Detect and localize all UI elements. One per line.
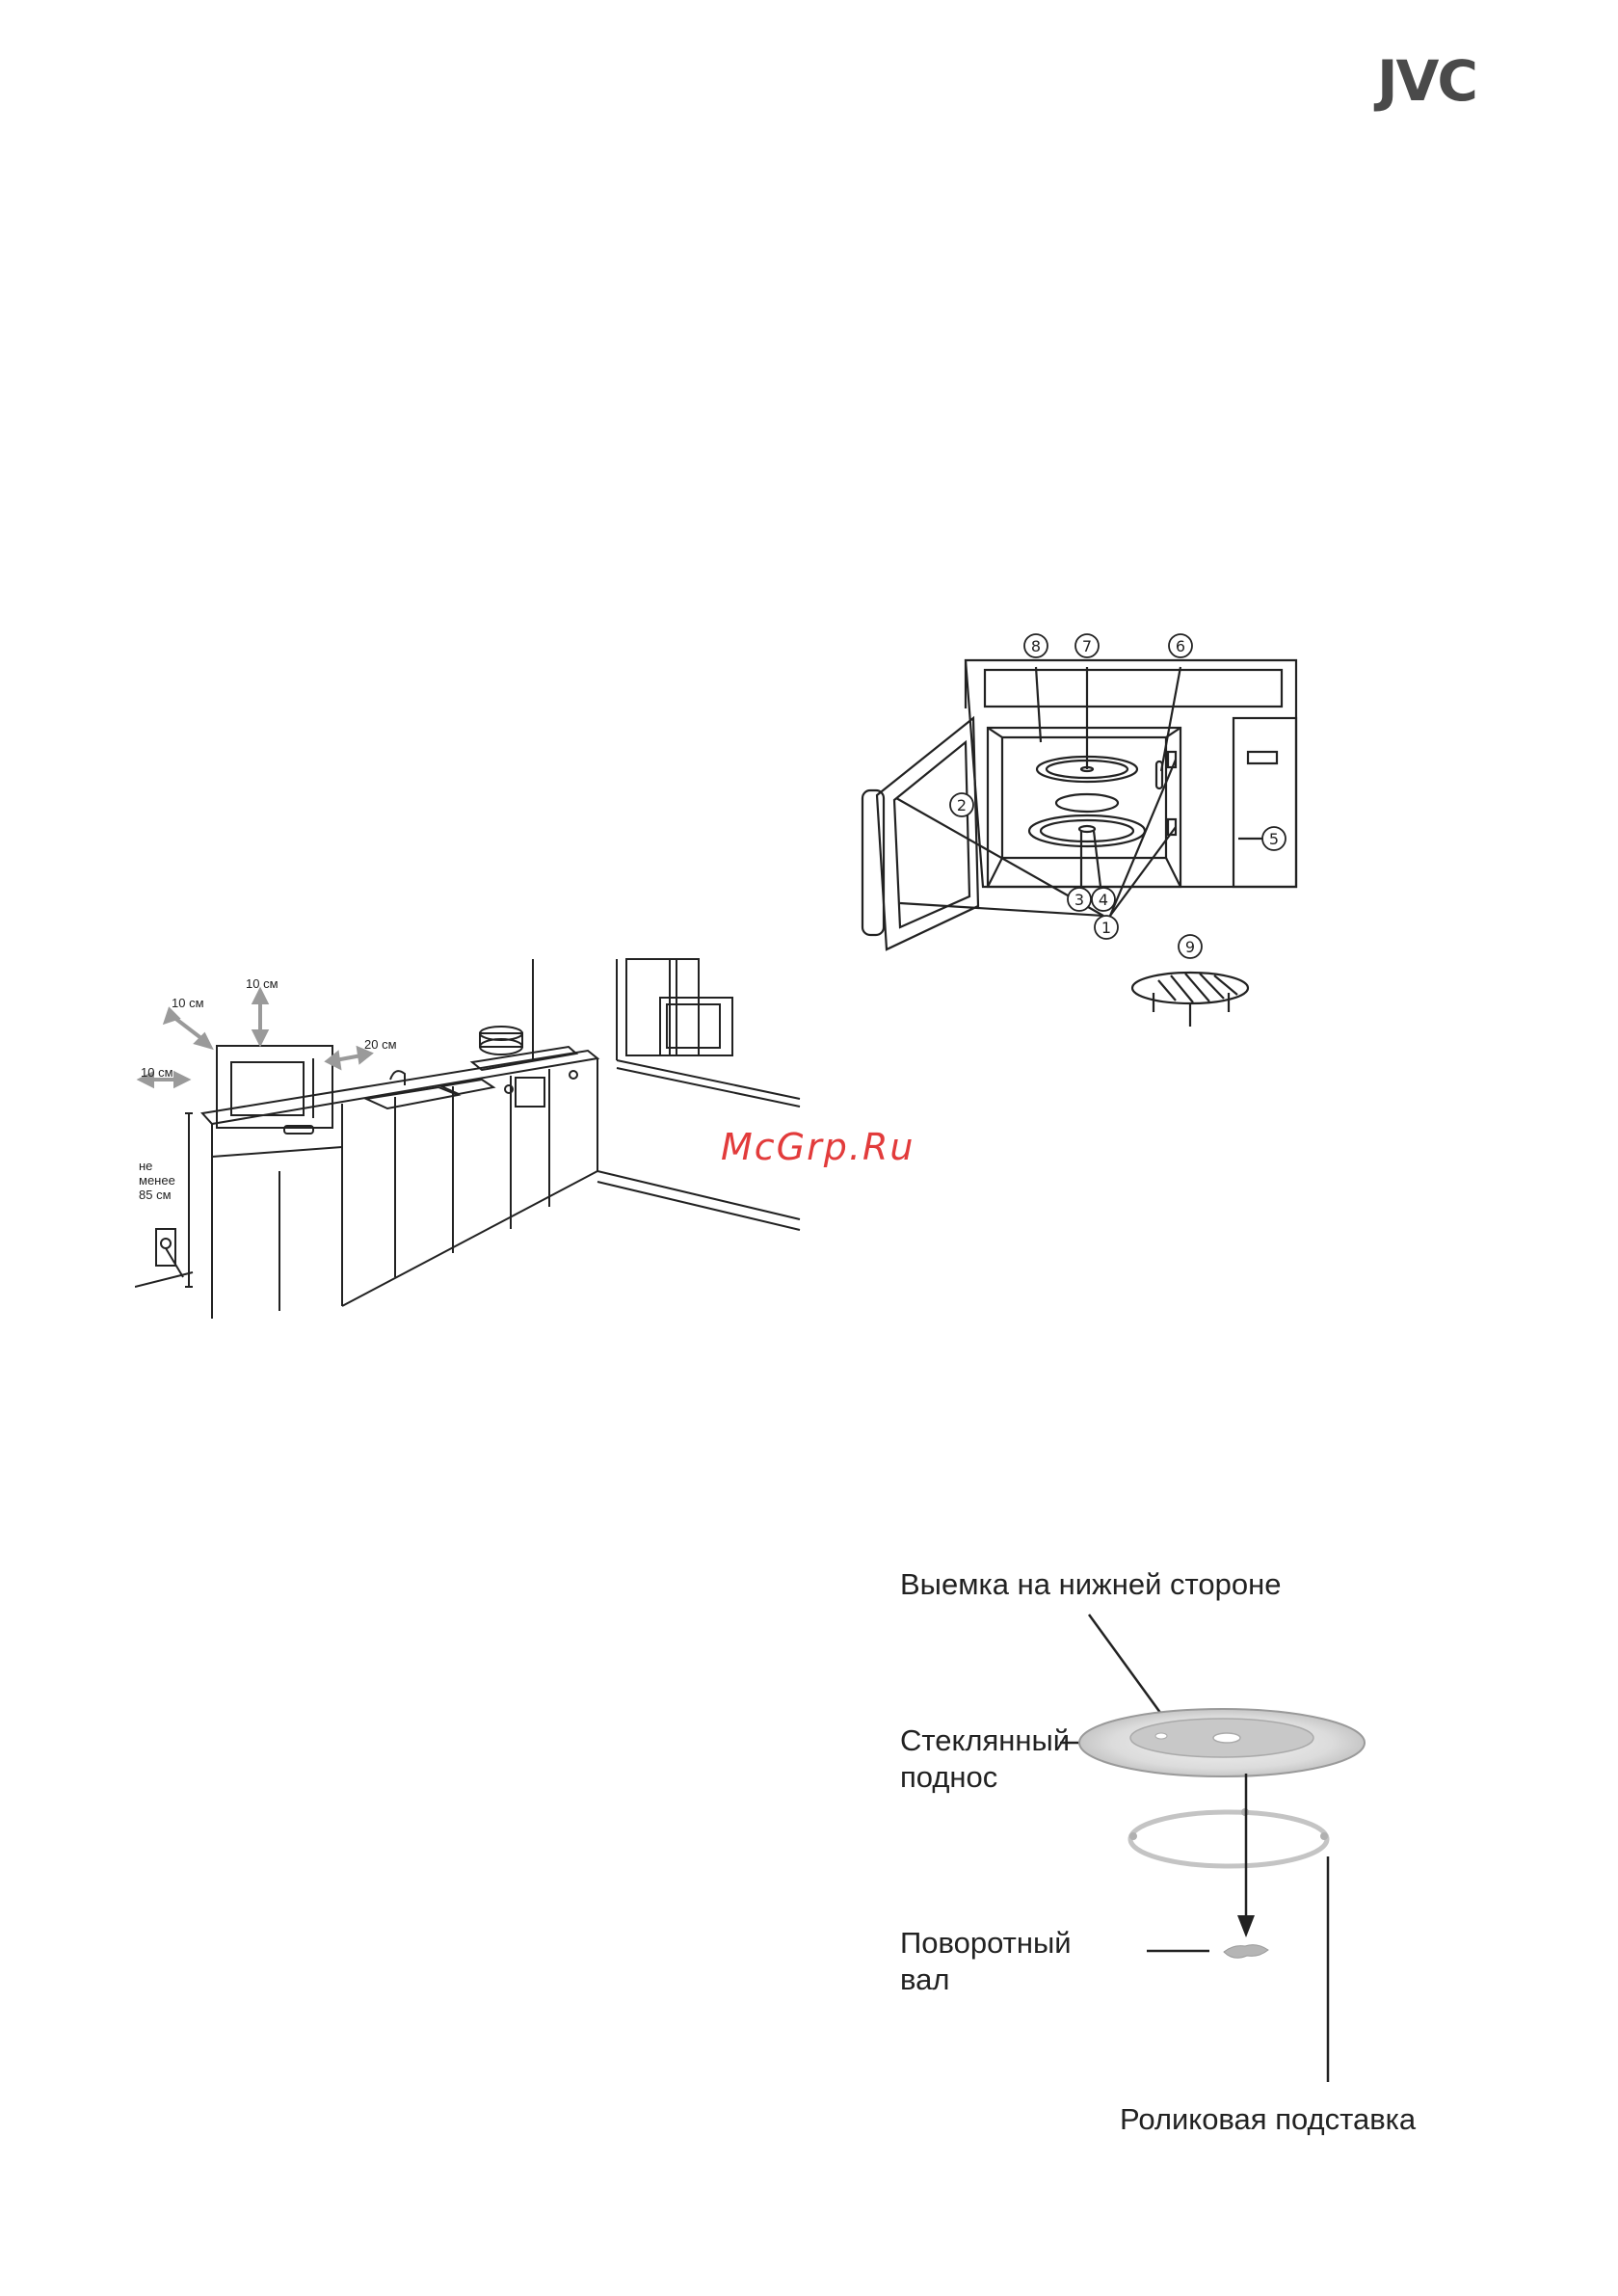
height-label: не менее 85 см [139,1159,175,1202]
component-number-1: 1 [1101,919,1111,937]
glass-tray-label: Стеклянный поднос [900,1722,1070,1796]
shaft-label-line1: Поворотный [900,1925,1072,1962]
watermark: McGrp.Ru [721,1126,915,1168]
kitchen-illustration [135,954,809,1321]
installation-diagram: 10 см 10 см 20 см 10 см не менее 85 см [135,954,809,1321]
notch-label: Выемка на нижней стороне [900,1566,1281,1603]
component-number-6: 6 [1176,637,1185,655]
component-number-5: 5 [1269,830,1279,848]
left-clearance-label: 10 см [141,1065,173,1080]
component-number-8: 8 [1031,637,1041,655]
component-number-7: 7 [1082,637,1092,655]
glass-tray-label-line2: поднос [900,1759,1070,1796]
turntable-illustration [887,1557,1426,2135]
height-label-line3: 85 см [139,1188,175,1202]
component-number-3: 3 [1074,891,1084,909]
shaft-label-line2: вал [900,1962,1072,1998]
component-number-2: 2 [957,796,967,814]
components-diagram: 8 7 6 2 5 3 4 1 9 [858,617,1378,1051]
height-label-line2: менее [139,1173,175,1188]
height-label-line1: не [139,1159,175,1173]
top-clearance-label: 10 см [246,976,279,991]
back-clearance-label: 10 см [172,996,204,1010]
turntable-diagram: Выемка на нижней стороне Стеклянный подн… [887,1557,1426,2135]
component-number-9: 9 [1185,938,1195,956]
roller-ring-label: Роликовая подставка [1120,2101,1416,2138]
shaft-label: Поворотный вал [900,1925,1072,1998]
brand-logo: JVC [1377,48,1476,114]
component-number-4: 4 [1099,891,1108,909]
side-clearance-label: 20 см [364,1037,397,1052]
microwave-illustration: 8 7 6 2 5 3 4 1 9 [858,617,1378,1051]
glass-tray-label-line1: Стеклянный [900,1722,1070,1759]
